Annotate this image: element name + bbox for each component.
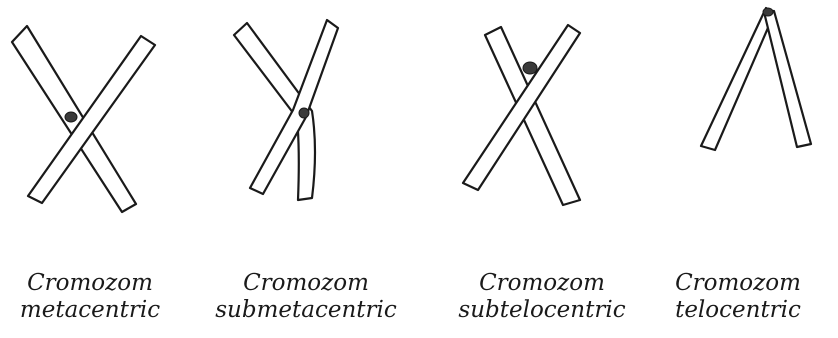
caption-telocentric-line1: Cromozom [638, 270, 838, 297]
telocentric-centromere [763, 8, 773, 16]
caption-metacentric-line1: Cromozom [0, 270, 190, 297]
caption-telocentric-line2: telocentric [638, 297, 838, 324]
submetacentric-chromosome [234, 20, 338, 200]
caption-submetacentric-line2: submetacentric [206, 297, 406, 324]
telocentric-chromosome [701, 8, 811, 150]
caption-submetacentric-line1: Cromozom [206, 270, 406, 297]
submetacentric-centromere [299, 108, 309, 118]
subtelocentric-centromere [523, 62, 537, 74]
caption-metacentric: Cromozom metacentric [0, 270, 190, 324]
caption-telocentric: Cromozom telocentric [638, 270, 838, 324]
telocentric-chromatid-right [764, 11, 811, 147]
subtelocentric-chromosome [463, 25, 580, 205]
caption-subtelocentric-line1: Cromozom [442, 270, 642, 297]
telocentric-chromatid-left [701, 8, 774, 150]
caption-submetacentric: Cromozom submetacentric [206, 270, 406, 324]
caption-metacentric-line2: metacentric [0, 297, 190, 324]
caption-subtelocentric: Cromozom subtelocentric [442, 270, 642, 324]
metacentric-centromere [65, 112, 77, 122]
caption-subtelocentric-line2: subtelocentric [442, 297, 642, 324]
metacentric-chromosome [12, 26, 155, 212]
